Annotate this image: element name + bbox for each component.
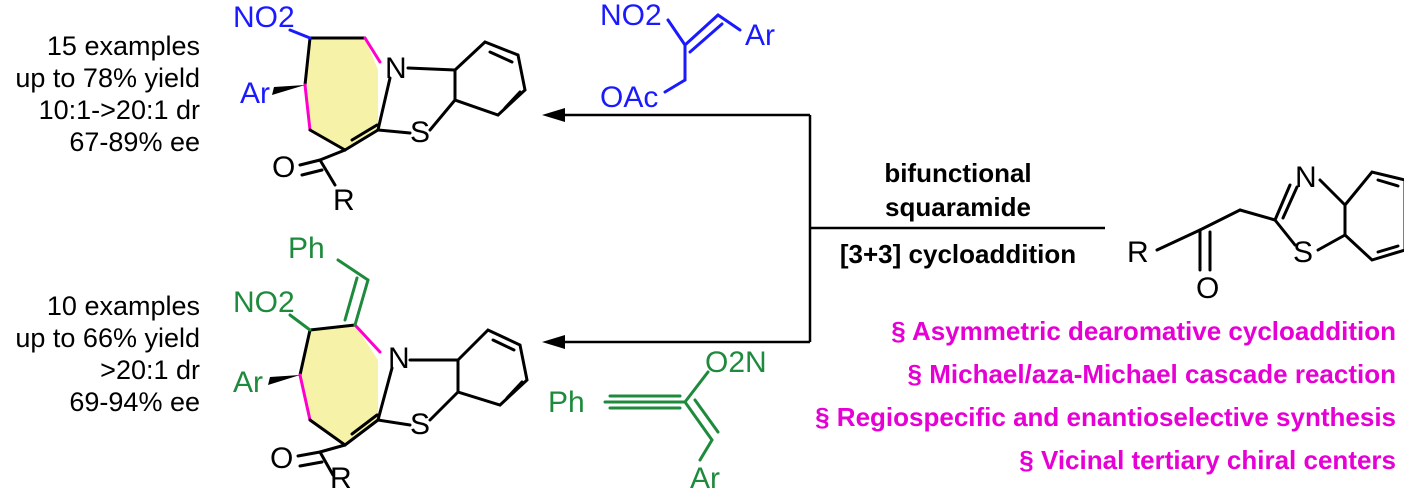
top-stat-examples: 15 examples bbox=[47, 31, 200, 61]
bottom-r-label: R bbox=[330, 462, 352, 490]
reaction-conditions: bifunctional squaramide [3+3] cycloaddit… bbox=[840, 158, 1076, 269]
wedge-ar-top bbox=[272, 85, 305, 95]
bottom-stat-yield: up to 66% yield bbox=[15, 323, 200, 353]
condition-catalyst-line1: bifunctional bbox=[884, 158, 1031, 188]
arrowhead-top bbox=[542, 108, 565, 122]
highlights-list: § Asymmetric dearomative cycloaddition §… bbox=[815, 316, 1396, 475]
top-no2-label: NO2 bbox=[233, 1, 295, 34]
reagent-bottom-ph-label: Ph bbox=[548, 386, 585, 419]
reagent-top-ar-label: Ar bbox=[745, 19, 775, 52]
reagent-top-no2-label: NO2 bbox=[600, 0, 662, 32]
reagent-bottom-ar-label: Ar bbox=[690, 462, 720, 490]
top-ar-label: Ar bbox=[240, 77, 270, 110]
top-n-label: N bbox=[385, 52, 407, 85]
highlight-3: § Regiospecific and enantioselective syn… bbox=[815, 402, 1396, 432]
bottom-o-label: O bbox=[270, 442, 293, 475]
condition-catalyst-line2: squaramide bbox=[885, 192, 1031, 222]
sm-s-label: S bbox=[1293, 236, 1313, 269]
bottom-ph-label: Ph bbox=[288, 232, 325, 265]
top-ring-highlight bbox=[305, 38, 378, 150]
reagent-bottom: O2N Ph Ar bbox=[548, 346, 767, 490]
bottom-stat-ee: 69-94% ee bbox=[69, 387, 200, 417]
highlight-1: § Asymmetric dearomative cycloaddition bbox=[891, 316, 1396, 346]
arrowhead-bottom bbox=[542, 335, 565, 349]
bottom-ring-highlight bbox=[300, 325, 378, 445]
sm-o-label: O bbox=[1196, 272, 1219, 305]
highlight-4: § Vicinal tertiary chiral centers bbox=[1019, 445, 1396, 475]
top-stat-dr: 10:1->20:1 dr bbox=[39, 95, 200, 125]
product-bottom: Ph NO2 Ar N S O R bbox=[233, 232, 529, 490]
wedge-ar-bottom bbox=[268, 375, 300, 385]
highlight-2: § Michael/aza-Michael cascade reaction bbox=[908, 359, 1396, 389]
top-s-label: S bbox=[410, 116, 430, 149]
bottom-stat-examples: 10 examples bbox=[47, 291, 200, 321]
reagent-bottom-o2n-label: O2N bbox=[705, 346, 767, 379]
top-stat-yield: up to 78% yield bbox=[15, 63, 200, 93]
condition-reaction-type: [3+3] cycloaddition bbox=[840, 239, 1076, 269]
reagent-top-oac-label: OAc bbox=[600, 81, 658, 114]
bottom-n-label: N bbox=[388, 342, 410, 375]
bottom-ar-label: Ar bbox=[233, 366, 263, 399]
top-r-label: R bbox=[333, 184, 355, 217]
bottom-no2-label: NO2 bbox=[233, 286, 295, 319]
starting-material: N S R O bbox=[1127, 161, 1404, 305]
sm-n-label: N bbox=[1295, 161, 1317, 194]
bottom-stat-dr: >20:1 dr bbox=[100, 355, 200, 385]
bottom-s-label: S bbox=[410, 408, 430, 441]
sm-r-label: R bbox=[1127, 236, 1149, 269]
product-top: NO2 Ar N S O R bbox=[233, 1, 527, 217]
reaction-arrows bbox=[542, 108, 1105, 349]
top-stats: 15 examples up to 78% yield 10:1->20:1 d… bbox=[15, 31, 200, 157]
bottom-stats: 10 examples up to 66% yield >20:1 dr 69-… bbox=[15, 291, 200, 417]
top-o-label: O bbox=[272, 151, 295, 184]
top-stat-ee: 67-89% ee bbox=[69, 127, 200, 157]
reagent-top: NO2 Ar OAc bbox=[600, 0, 775, 114]
